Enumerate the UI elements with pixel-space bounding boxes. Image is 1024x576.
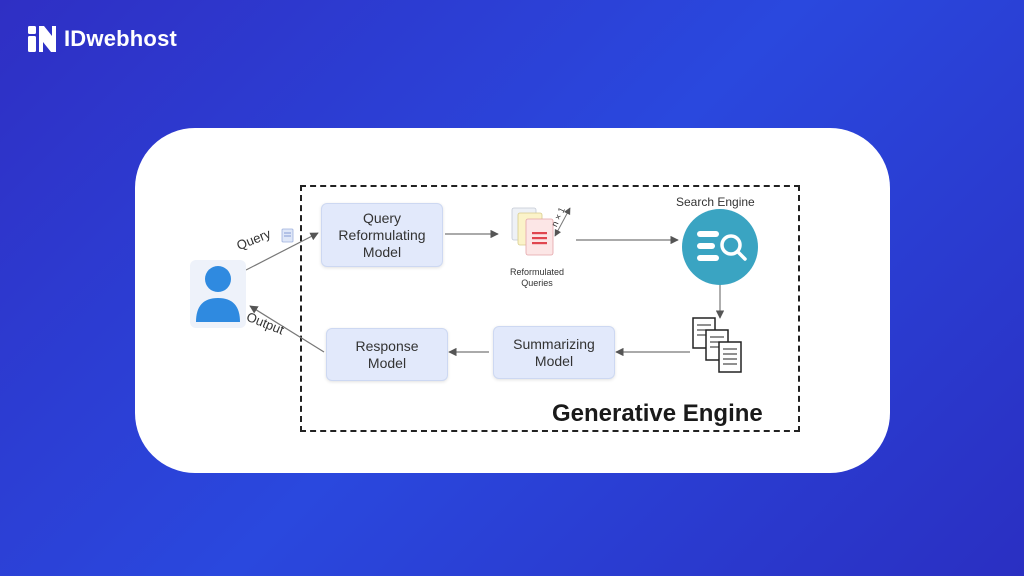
brand: IDwebhost [28,26,177,52]
query-doc-icon [281,228,294,243]
search-engine-icon [682,209,758,285]
logo-icon [28,26,56,52]
documents-icon [692,317,742,373]
reformulated-queries-icon [511,207,554,256]
nx-double-arrow [554,207,571,237]
summarizing-model-box: Summarizing Model [493,326,615,379]
user-icon [190,260,246,328]
generative-engine-frame [300,185,800,432]
generative-engine-label: Generative Engine [552,400,763,427]
response-model-box: Response Model [326,328,448,381]
search-engine-label: Search Engine [676,195,755,209]
query-reformulating-model-box: Query Reformulating Model [321,203,443,267]
brand-name: IDwebhost [64,26,178,51]
query-arrow [245,232,319,271]
output-arrow [249,305,325,353]
reformulated-queries-label: Reformulated Queries [509,267,565,288]
